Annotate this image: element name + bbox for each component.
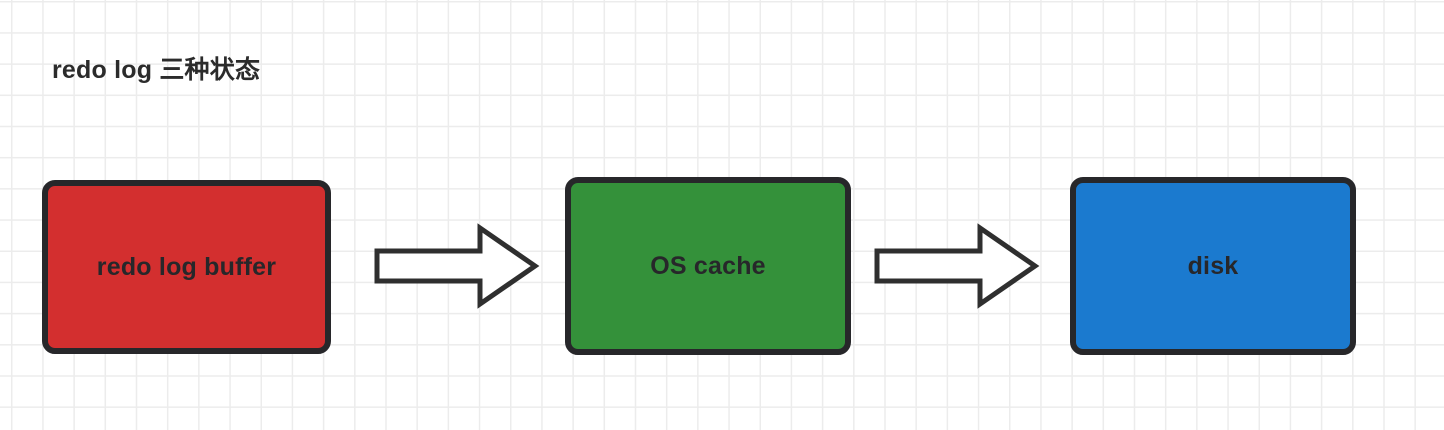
node-label-disk: disk	[1187, 251, 1239, 280]
arrow-right-icon	[874, 223, 1040, 309]
arrow-redo-log-buffer-to-os-cache	[374, 223, 540, 309]
diagram-title: redo log 三种状态	[52, 56, 261, 84]
node-os-cache[interactable]: OS cache	[565, 177, 851, 355]
arrow-os-cache-to-disk	[874, 223, 1040, 309]
node-label-redo-log-buffer: redo log buffer	[96, 252, 277, 281]
node-disk[interactable]: disk	[1070, 177, 1356, 355]
node-redo-log-buffer[interactable]: redo log buffer	[42, 180, 331, 354]
node-label-os-cache: OS cache	[650, 251, 766, 280]
arrow-right-icon	[374, 223, 540, 309]
